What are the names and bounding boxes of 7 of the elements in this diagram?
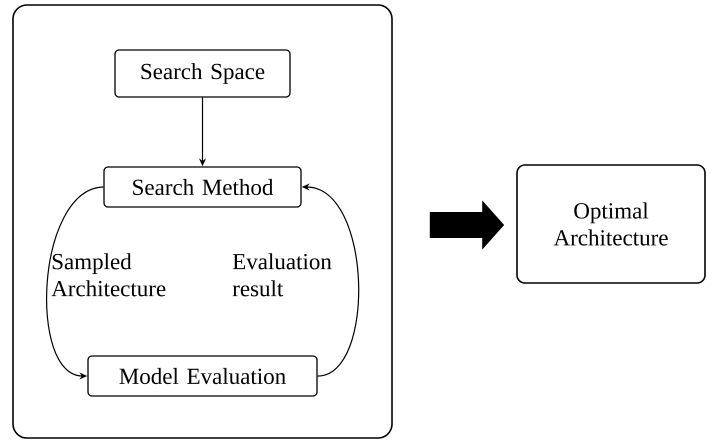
result-box: Optimal Architecture bbox=[516, 164, 706, 284]
edge-label: Sampled Architecture bbox=[51, 253, 166, 296]
panel-box bbox=[12, 4, 393, 439]
process-box: Search Space bbox=[114, 49, 291, 98]
edge-label: Evaluation result bbox=[232, 253, 332, 296]
process-box: Search Method bbox=[103, 166, 302, 208]
process-box: Model Evaluation bbox=[87, 355, 318, 397]
